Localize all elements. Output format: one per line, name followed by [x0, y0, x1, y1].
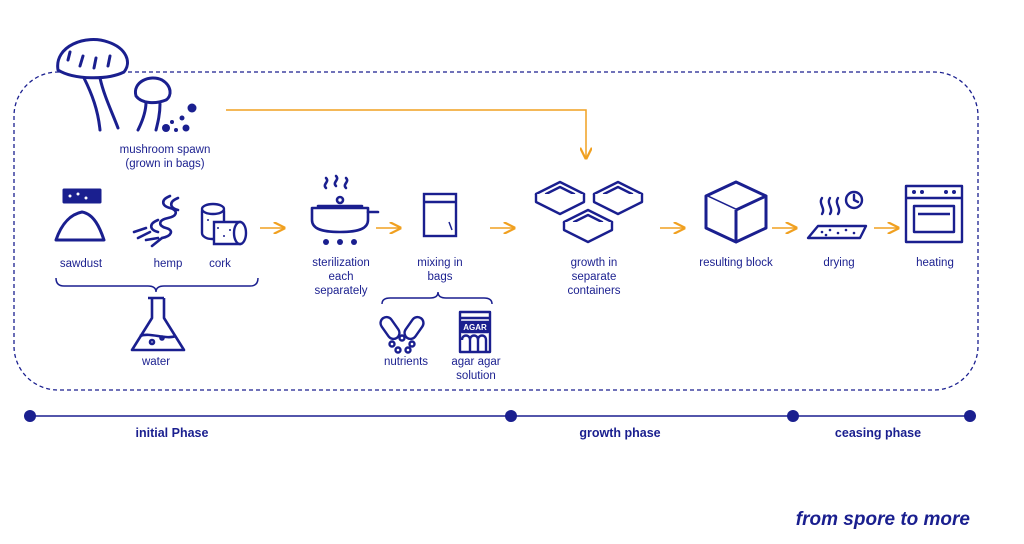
- hemp-rope-icon: [132, 194, 180, 248]
- pills-icon: [379, 315, 425, 354]
- agar-bag-icon: [458, 310, 492, 354]
- oven-icon: [904, 184, 964, 244]
- oven-knobs: [912, 190, 956, 194]
- heating-label: heating: [916, 257, 954, 269]
- cooking-pot-icon: [310, 174, 380, 234]
- containers-icon: [534, 180, 644, 244]
- sawdust-dots: [68, 192, 88, 200]
- phase-timeline: [24, 410, 976, 422]
- pot-flame-dots: [323, 239, 357, 245]
- agar-bag-text: AGAR: [463, 323, 487, 332]
- growth-label: growth in separate containers: [567, 257, 621, 297]
- mixing-label: mixing in bags: [417, 257, 463, 283]
- sterilization-label: sterilization each separately: [312, 257, 370, 297]
- cork-dots: [207, 219, 231, 237]
- sawdust-label: sawdust: [59, 258, 103, 270]
- ingredients-brace: [55, 277, 259, 293]
- mushroom-icon: [56, 38, 172, 132]
- drying-dots: [820, 228, 856, 237]
- drying-tray-icon: [806, 190, 868, 240]
- agar-label: agar agar solution: [451, 356, 501, 382]
- phase-ceasing: ceasing phase: [834, 426, 922, 440]
- tagline: from spore to more: [795, 509, 970, 530]
- cube-icon: [704, 180, 768, 244]
- sawdust-icon: [54, 188, 106, 242]
- phase-growth: growth phase: [579, 426, 661, 440]
- process-boundary: [13, 71, 979, 391]
- flask-icon: [130, 296, 186, 352]
- drying-label: drying: [823, 257, 855, 269]
- water-label: water: [141, 356, 171, 368]
- nutrients-label: nutrients: [383, 356, 429, 368]
- block-label: resulting block: [699, 257, 773, 269]
- bag-icon: [422, 192, 458, 238]
- spawn-label: mushroom spawn (grown in bags): [119, 144, 211, 170]
- phase-initial: initial Phase: [135, 426, 209, 440]
- spawn-to-growth-arrow: [226, 109, 586, 158]
- cork-icon: [200, 202, 248, 246]
- hemp-label: hemp: [153, 258, 183, 270]
- additives-brace: [381, 291, 493, 305]
- cork-label: cork: [209, 258, 231, 270]
- spore-dots: [162, 103, 197, 132]
